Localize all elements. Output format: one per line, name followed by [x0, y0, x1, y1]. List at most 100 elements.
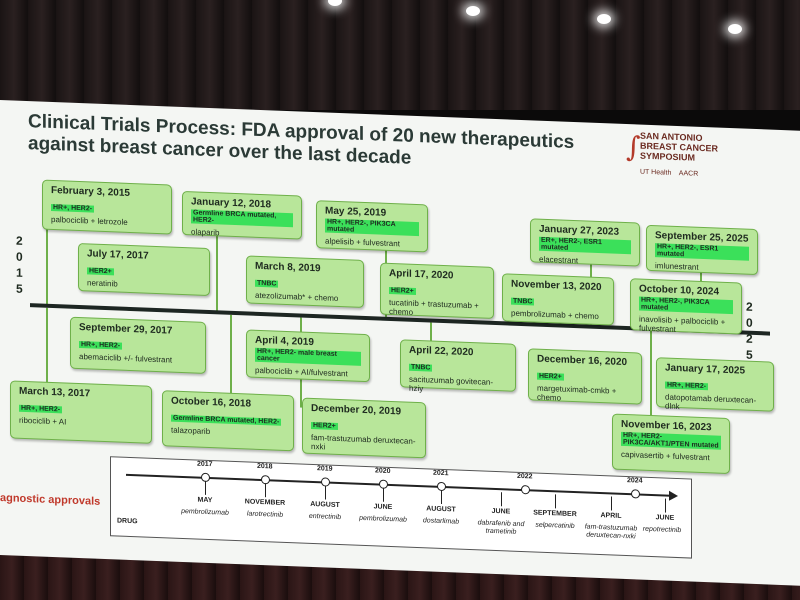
agnostic-year: 2022 [517, 472, 533, 481]
agnostic-timeline: 2017 2018 2019 2020 2021 2022 2024 MAY N… [110, 456, 692, 559]
approval-date: February 3, 2015 [51, 184, 130, 199]
approval-card: December 16, 2020 HER2+ margetuximab-cmk… [528, 348, 642, 405]
approval-card: January 12, 2018 Germline BRCA mutated, … [182, 190, 302, 240]
approval-date: April 17, 2020 [389, 267, 454, 282]
indication-tag: HR+, HER2- [79, 341, 123, 350]
drug-name: pembrolizumab + chemo [511, 308, 599, 322]
approval-card: April 17, 2020 HER2+ tucatinib + trastuz… [380, 262, 494, 319]
indication-tag: HR+, HER2- [19, 404, 63, 414]
approval-card: April 4, 2019 HR+, HER2- male breast can… [246, 329, 370, 383]
approval-card: December 20, 2019 HER2+ fam-trastuzumab … [302, 397, 426, 459]
drug-name: elacestrant [539, 254, 579, 266]
stage-light [328, 0, 342, 6]
indication-tag: TNBC [409, 363, 433, 372]
indication-tag: HER2+ [537, 372, 564, 381]
arrow-right-icon [669, 490, 678, 502]
approval-month: SEPTEMBER [533, 509, 577, 519]
approval-date: April 22, 2020 [409, 344, 474, 359]
drug-name: capivasertib + fulvestrant [621, 449, 710, 463]
approval-date: March 8, 2019 [255, 260, 321, 275]
drug-name: olaparib [191, 227, 220, 238]
approval-month: MAY [197, 496, 213, 505]
approval-stem [611, 496, 612, 511]
drug-name: alpelisib + fulvestrant [325, 236, 400, 249]
approval-card: October 16, 2018 Germline BRCA mutated, … [162, 390, 294, 452]
approval-month: NOVEMBER [244, 498, 286, 507]
approval-date: March 13, 2017 [19, 385, 91, 400]
drug-name: talazoparib [171, 425, 211, 437]
indication-tag: HER2+ [389, 286, 416, 295]
indication-tag: HR+, HER2- PIK3CA/AKT1/PTEN mutated [621, 431, 721, 450]
year-marker [631, 489, 640, 499]
stage-curtain [0, 0, 800, 110]
approval-date: September 25, 2025 [655, 230, 749, 245]
approval-card: September 25, 2025 HR+, HER2-, ESR1 muta… [646, 224, 758, 276]
approval-month: APRIL [600, 512, 622, 520]
approval-month: JUNE [373, 503, 393, 512]
drug-name: imlunestrant [655, 261, 699, 272]
approval-month: JUNE [491, 507, 511, 516]
approval-card: September 29, 2017 HR+, HER2- abemacicli… [70, 316, 206, 374]
approval-stem [383, 487, 384, 502]
indication-tag: HR+, HER2- [51, 203, 95, 213]
approval-card: July 17, 2017 HER2+ neratinib [78, 242, 210, 297]
approval-date: December 16, 2020 [537, 353, 628, 369]
drug-name: atezolizumab* + chemo [255, 290, 339, 303]
drug-name: margetuximab-cmkb + chemo [537, 383, 617, 403]
indication-tag: HR+, HER2-, PIK3CA mutated [325, 218, 419, 237]
approval-date: January 17, 2025 [665, 362, 746, 377]
logo-sponsors: UT Health AACR [640, 169, 760, 181]
sabcs-symbol-icon: ∫ [626, 130, 641, 164]
stage-light [728, 24, 742, 34]
drug-name: tucatinib + trastuzumab + chemo [389, 297, 479, 317]
drug-name: palbociclib + AI/fulvestrant [255, 365, 348, 379]
approval-date: January 27, 2023 [539, 223, 620, 238]
drug-row-label: DRUG [117, 517, 138, 526]
approval-card: April 22, 2020 TNBC sacituzumab goviteca… [400, 339, 516, 393]
approval-card: October 10, 2024 HR+, HER2-, PIK3CA muta… [630, 278, 742, 335]
indication-tag: Germline BRCA mutated, HER2- [191, 209, 293, 228]
connector-line [46, 307, 48, 388]
approval-card: January 17, 2025 HR+, HER2- datopotamab … [656, 357, 774, 412]
approval-card: November 13, 2020 TNBC pembrolizumab + c… [502, 273, 614, 326]
approval-card: March 13, 2017 HR+, HER2- ribociclib + A… [10, 380, 152, 444]
approval-stem [665, 498, 666, 513]
indication-tag: HR+, HER2- male breast cancer [255, 347, 361, 366]
indication-tag: HR+, HER2-, ESR1 mutated [655, 243, 749, 261]
indication-tag: Germline BRCA mutated, HER2- [171, 414, 282, 426]
approval-month: AUGUST [426, 505, 456, 514]
indication-tag: HER2+ [311, 421, 338, 430]
drug-name: palbociclib + letrozole [51, 214, 128, 227]
agnostic-year: 2024 [627, 477, 643, 485]
approval-date: September 29, 2017 [79, 322, 173, 337]
approval-card: March 8, 2019 TNBC atezolizumab* + chemo [246, 255, 364, 308]
approval-month: JUNE [655, 514, 675, 522]
approval-stem [441, 489, 442, 504]
approval-card: May 25, 2019 HR+, HER2-, PIK3CA mutated … [316, 200, 428, 253]
drug-name: inavolisib + palbociclib + fulvestrant [639, 314, 726, 334]
approval-date: October 16, 2018 [171, 395, 252, 410]
agnostic-year: 2021 [433, 469, 449, 478]
connector-line [230, 314, 232, 405]
approval-stem [265, 483, 266, 498]
indication-tag: ER+, HER2-, ESR1 mutated [539, 236, 631, 255]
drug-name: ribociclib + AI [19, 415, 67, 427]
approval-card: January 27, 2023 ER+, HER2-, ESR1 mutate… [530, 218, 640, 267]
approval-date: May 25, 2019 [325, 205, 387, 219]
approval-card: February 3, 2015 HR+, HER2- palbociclib … [42, 179, 172, 235]
stage-light [466, 6, 480, 16]
approval-stem [555, 494, 556, 509]
indication-tag: TNBC [255, 279, 279, 288]
agnostic-year: 2020 [375, 467, 391, 476]
approval-date: November 13, 2020 [511, 278, 602, 294]
agnostic-approvals-label: agnostic approvals [0, 492, 101, 508]
year-marker [521, 485, 530, 495]
indication-tag: HR+, HER2-, PIK3CA mutated [639, 296, 733, 315]
drug-name: datopotamab deruxtecan-dlnk [665, 392, 757, 412]
drug-name: neratinib [87, 278, 118, 289]
indication-tag: TNBC [511, 297, 535, 306]
agnostic-year: 2017 [197, 460, 213, 469]
indication-tag: HER2+ [87, 267, 114, 276]
approval-date: July 17, 2017 [87, 248, 149, 262]
